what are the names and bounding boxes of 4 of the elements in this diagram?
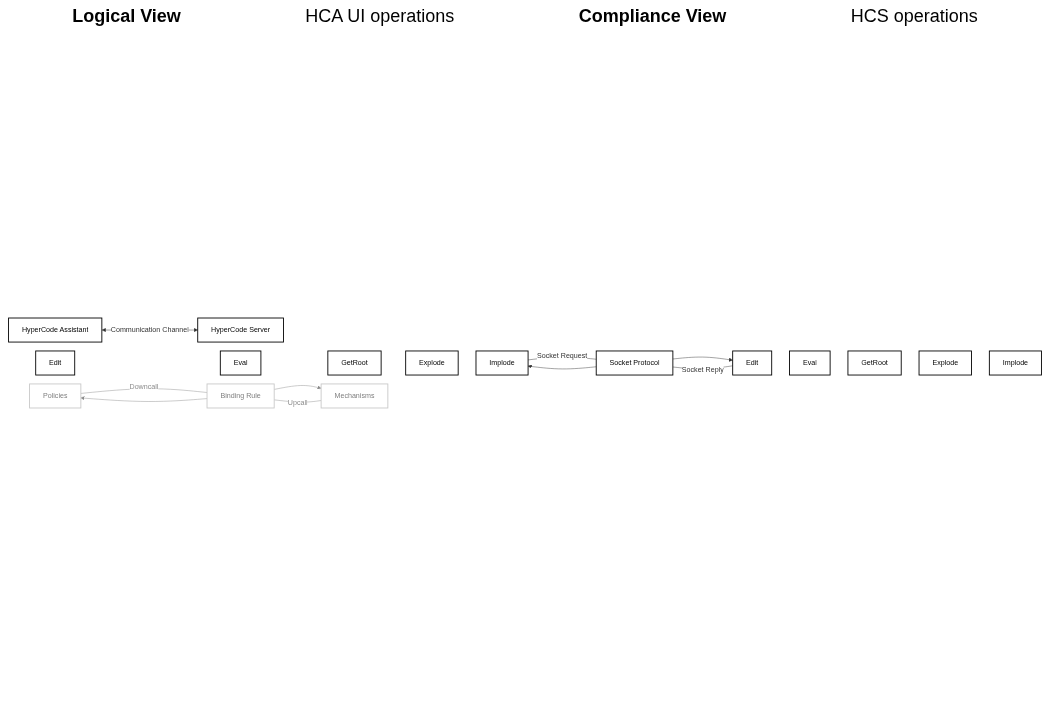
view-heading: HCA UI operations (305, 6, 455, 27)
view-heading: Logical View (72, 6, 181, 27)
view-heading: HCS operations (850, 6, 978, 27)
view-heading: Compliance View (578, 6, 727, 27)
